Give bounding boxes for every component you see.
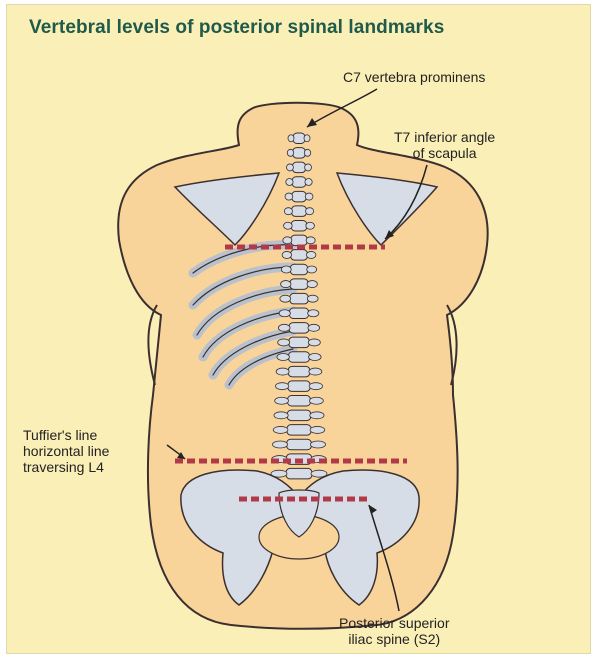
transverse-process <box>308 310 319 317</box>
vertebra <box>290 264 307 275</box>
transverse-process <box>280 295 291 302</box>
transverse-process <box>273 426 288 433</box>
transverse-process <box>287 164 294 171</box>
anatomy-illustration <box>7 5 591 654</box>
transverse-process <box>304 149 310 156</box>
vertebra <box>287 425 311 436</box>
vertebra <box>292 191 306 202</box>
vertebra <box>291 206 306 217</box>
transverse-process <box>274 412 288 419</box>
vertebra <box>293 133 305 144</box>
transverse-process <box>284 222 293 229</box>
vertebra <box>290 293 309 304</box>
label-psis: Posterior superior iliac spine (S2) <box>339 615 450 647</box>
vertebra <box>291 250 308 261</box>
transverse-process <box>277 354 290 361</box>
transverse-process <box>286 179 293 186</box>
vertebra <box>288 352 309 363</box>
vertebra <box>292 162 305 173</box>
transverse-process <box>278 324 290 331</box>
transverse-process <box>306 237 315 244</box>
transverse-process <box>283 237 292 244</box>
vertebra <box>287 410 311 421</box>
transverse-process <box>306 222 315 229</box>
transverse-process <box>305 179 312 186</box>
transverse-process <box>272 441 287 448</box>
vertebra <box>289 308 308 319</box>
transverse-process <box>285 193 293 200</box>
label-c7-vertebra-prominens: C7 vertebra prominens <box>343 69 485 85</box>
vertebra <box>286 468 312 479</box>
transverse-process <box>309 383 322 390</box>
transverse-process <box>309 368 322 375</box>
transverse-process <box>304 135 310 142</box>
transverse-process <box>276 368 289 375</box>
vertebra <box>293 148 306 159</box>
transverse-process <box>278 339 290 346</box>
transverse-process <box>282 251 291 258</box>
transverse-process <box>307 281 317 288</box>
vertebra <box>288 381 310 392</box>
transverse-process <box>310 412 324 419</box>
vertebra <box>290 279 308 290</box>
transverse-process <box>275 383 288 390</box>
transverse-process <box>309 397 323 404</box>
vertebra <box>288 396 311 407</box>
transverse-process <box>308 339 320 346</box>
label-t7-inferior-angle-scapula: T7 inferior angle of scapula <box>394 129 495 161</box>
transverse-process <box>284 208 292 215</box>
transverse-process <box>275 397 289 404</box>
transverse-process <box>288 135 294 142</box>
transverse-process <box>307 295 318 302</box>
transverse-process <box>305 164 312 171</box>
transverse-process <box>309 354 322 361</box>
transverse-process <box>310 426 325 433</box>
transverse-process <box>306 208 314 215</box>
transverse-process <box>287 149 293 156</box>
transverse-process <box>308 324 320 331</box>
vertebra <box>289 323 309 334</box>
transverse-process <box>279 310 290 317</box>
vertebra <box>291 221 307 232</box>
vertebra <box>288 366 310 377</box>
figure-panel: Vertebral levels of posterior spinal lan… <box>6 4 591 654</box>
vertebra <box>287 439 312 450</box>
transverse-process <box>281 281 291 288</box>
transverse-process <box>281 266 291 273</box>
vertebra <box>292 177 306 188</box>
vertebra <box>289 337 310 348</box>
transverse-process <box>305 193 313 200</box>
transverse-process <box>310 441 325 448</box>
transverse-process <box>306 251 315 258</box>
label-tuffiers-line: Tuffier's line horizontal line traversin… <box>23 427 109 475</box>
vertebra <box>291 235 307 246</box>
transverse-process <box>307 266 317 273</box>
